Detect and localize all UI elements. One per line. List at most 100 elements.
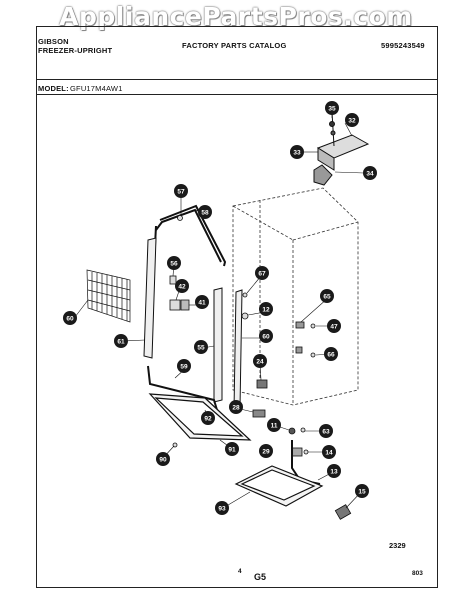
- callout-33: 33: [290, 145, 304, 159]
- callout-11: 11: [267, 418, 281, 432]
- callout-circle: [225, 442, 239, 456]
- product-type: FREEZER-UPRIGHT: [38, 46, 113, 55]
- callout-circle: [324, 347, 338, 361]
- callout-circle: [322, 445, 336, 459]
- callout-circle: [327, 319, 341, 333]
- header-rule-bottom: [36, 94, 437, 95]
- callout-90: 90: [156, 452, 170, 466]
- exploded-parts-diagram: 3532333457585667424160615512654760246659…: [63, 101, 377, 520]
- callout-label: 92: [204, 415, 212, 422]
- door-strip-part: [213, 287, 243, 411]
- model-number: GFU17M4AW1: [70, 84, 123, 93]
- callout-label: 11: [271, 422, 278, 429]
- callout-label: 63: [322, 428, 330, 435]
- callout-circle: [229, 400, 243, 414]
- callout-93: 93: [215, 501, 229, 515]
- callout-label: 59: [180, 363, 188, 370]
- callout-label: 15: [358, 488, 366, 495]
- callout-label: 67: [258, 270, 266, 277]
- callout-12: 12: [259, 302, 273, 316]
- callout-label: 29: [262, 448, 270, 455]
- callout-label: 55: [197, 344, 205, 351]
- callout-circle: [259, 329, 273, 343]
- callout-circle: [175, 279, 189, 293]
- catalog-number: 5995243549: [381, 41, 425, 50]
- callout-56: 56: [167, 256, 181, 270]
- callout-circle: [325, 101, 339, 115]
- callout-circle: [215, 501, 229, 515]
- callout-29: 29: [259, 444, 273, 458]
- callout-14: 14: [322, 445, 336, 459]
- callout-circle: [195, 295, 209, 309]
- callout-32: 32: [345, 113, 359, 127]
- page-number: 4: [238, 568, 242, 575]
- callout-35: 35: [325, 101, 339, 115]
- callout-24: 24: [253, 354, 267, 368]
- top-hinge-part: [313, 111, 370, 186]
- callout-label: 65: [323, 293, 331, 300]
- callout-60: 60: [63, 311, 77, 325]
- section-code: G5: [254, 572, 267, 582]
- callout-label: 12: [262, 306, 270, 313]
- model-label: MODEL:: [38, 84, 69, 93]
- callout-circle: [198, 205, 212, 219]
- callout-34: 34: [363, 166, 377, 180]
- callout-circle: [156, 452, 170, 466]
- callout-circle: [267, 418, 281, 432]
- callout-circle: [290, 145, 304, 159]
- callout-41: 41: [195, 295, 209, 309]
- catalog-page-frame: [36, 26, 438, 588]
- callout-58: 58: [198, 205, 212, 219]
- callout-label: 41: [198, 299, 206, 306]
- callout-28: 28: [229, 400, 243, 414]
- callout-circle: [253, 354, 267, 368]
- grille-part: [86, 269, 131, 323]
- callout-label: 60: [66, 315, 74, 322]
- callout-65: 65: [320, 289, 334, 303]
- header-rule-top: [36, 79, 437, 80]
- callout-66: 66: [324, 347, 338, 361]
- callout-circle: [259, 302, 273, 316]
- callout-circle: [174, 184, 188, 198]
- callout-circle: [114, 334, 128, 348]
- callout-label: 24: [256, 358, 264, 365]
- callout-circle: [259, 444, 273, 458]
- callout-61: 61: [114, 334, 128, 348]
- callout-63: 63: [319, 424, 333, 438]
- callout-bubbles: 3532333457585667424160615512654760246659…: [63, 101, 377, 515]
- callout-circle: [355, 484, 369, 498]
- callout-circle: [363, 166, 377, 180]
- callout-42: 42: [175, 279, 189, 293]
- callout-circle: [327, 464, 341, 478]
- callout-circle: [177, 359, 191, 373]
- callout-label: 14: [325, 449, 333, 456]
- callout-label: 61: [117, 338, 125, 345]
- drain-pan-part: [234, 465, 324, 507]
- callout-label: 32: [348, 117, 356, 124]
- callout-92: 92: [201, 411, 215, 425]
- revision-code: 803: [412, 570, 423, 577]
- callout-label: 58: [201, 209, 209, 216]
- callout-circle: [167, 256, 181, 270]
- callout-label: 13: [330, 468, 338, 475]
- callout-label: 34: [366, 170, 374, 177]
- callout-label: 60: [262, 333, 270, 340]
- callout-label: 56: [170, 260, 178, 267]
- callout-circle: [63, 311, 77, 325]
- callout-circle: [194, 340, 208, 354]
- callout-label: 35: [328, 105, 336, 112]
- callout-label: 66: [327, 351, 335, 358]
- callout-circle: [345, 113, 359, 127]
- callout-67: 67: [255, 266, 269, 280]
- callout-label: 93: [218, 505, 226, 512]
- cabinet-outline: [232, 187, 359, 406]
- catalog-title: FACTORY PARTS CATALOG: [182, 41, 287, 50]
- brand-name: GIBSON: [38, 37, 69, 46]
- breaker-strip-part: [143, 237, 157, 359]
- callout-label: 57: [177, 188, 185, 195]
- callout-60: 60: [259, 329, 273, 343]
- callout-label: 90: [159, 456, 167, 463]
- diagram-code: 2329: [389, 541, 406, 550]
- callout-circle: [319, 424, 333, 438]
- callout-59: 59: [177, 359, 191, 373]
